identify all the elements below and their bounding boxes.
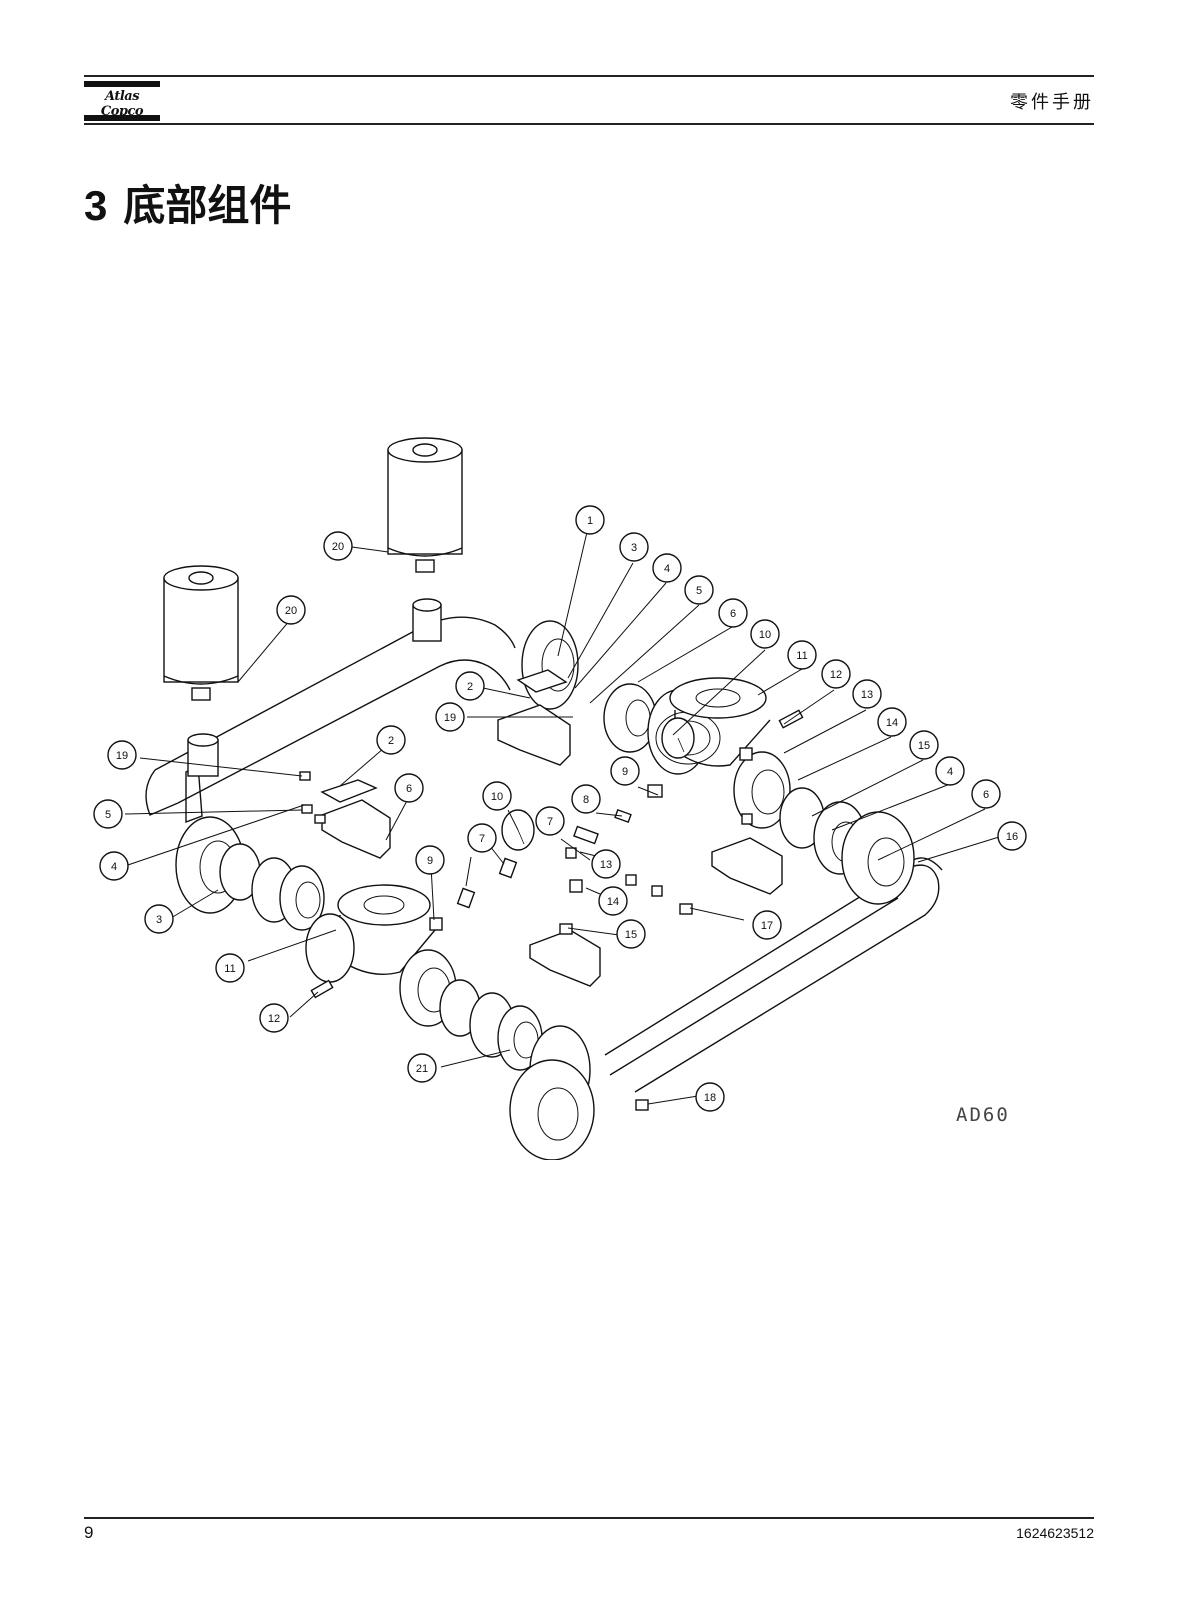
callout-30: 11 (215, 953, 245, 983)
svg-text:7: 7 (547, 816, 553, 828)
callout-3: 4 (652, 553, 682, 583)
document-number: 1624623512 (1016, 1525, 1094, 1541)
svg-text:10: 10 (491, 791, 503, 803)
svg-text:6: 6 (983, 789, 989, 801)
callout-16: 19 (435, 702, 465, 732)
callout-22: 8 (457, 833, 485, 861)
callout-1: 1 (575, 505, 605, 535)
svg-text:2: 2 (388, 735, 394, 747)
callout-21: 10 (482, 781, 512, 811)
callout-34: 19 (107, 740, 137, 770)
svg-text:4: 4 (947, 766, 953, 778)
callout-38: 20 (276, 595, 306, 625)
callout-19: 7 (535, 806, 565, 836)
svg-text:11: 11 (796, 650, 807, 662)
atlas-copco-logo: Atlas Copco (84, 81, 160, 121)
footer-rule (84, 1517, 1094, 1519)
callout-37: 9 (415, 845, 445, 875)
callout-17: 9 (610, 756, 640, 786)
svg-text:11: 11 (224, 963, 235, 975)
vertical-stubs (187, 598, 442, 777)
svg-text:9: 9 (427, 855, 433, 867)
svg-text:21: 21 (416, 1063, 428, 1075)
page-number: 9 (84, 1523, 94, 1542)
svg-text:6: 6 (406, 783, 412, 795)
svg-text:3: 3 (156, 914, 162, 926)
svg-text:3: 3 (631, 542, 637, 554)
svg-text:4: 4 (111, 861, 117, 873)
callout-24: 14 (598, 886, 628, 916)
callout-39: 20 (323, 531, 353, 561)
section-number: 3 (84, 182, 108, 229)
svg-text:4: 4 (664, 563, 670, 575)
callouts: 1 3 4 5 6 10 11 12 13 14 15 4 6 16 2 19 … (93, 505, 1027, 1112)
section-title: 3 底部组件 (84, 172, 291, 233)
svg-text:5: 5 (105, 809, 111, 821)
callout-33: 5 (93, 799, 123, 829)
callout-2: 3 (619, 532, 649, 562)
valve-body-right (669, 677, 915, 905)
svg-text:19: 19 (116, 750, 128, 762)
svg-text:15: 15 (625, 929, 637, 941)
callout-13: 6 (971, 779, 1001, 809)
svg-text:12: 12 (830, 669, 842, 681)
callout-25: 17 (752, 910, 782, 940)
svg-text:19: 19 (444, 712, 456, 724)
svg-text:12: 12 (268, 1013, 280, 1025)
svg-text:14: 14 (607, 896, 619, 908)
callout-7: 11 (787, 640, 817, 670)
callout-31: 3 (144, 904, 174, 934)
svg-text:10: 10 (759, 629, 771, 641)
small-fittings (299, 709, 804, 1111)
svg-text:13: 13 (600, 859, 612, 871)
callout-6: 10 (750, 619, 780, 649)
callout-36: 6 (394, 773, 424, 803)
svg-text:7: 7 (479, 833, 485, 845)
svg-text:5: 5 (696, 585, 702, 597)
callout-9: 13 (852, 679, 882, 709)
leader-lines (124, 531, 1013, 1105)
svg-text:18: 18 (704, 1092, 716, 1104)
svg-text:16: 16 (1006, 831, 1018, 843)
callout-4: 5 (684, 575, 714, 605)
callout-32: 4 (99, 851, 129, 881)
svg-text:8: 8 (583, 794, 589, 806)
header-top-rule (84, 75, 1094, 77)
callout-12: 4 (935, 756, 965, 786)
callout-35: 2 (376, 725, 406, 755)
model-label: AD60 (956, 1104, 1010, 1126)
svg-text:9: 9 (622, 766, 628, 778)
svg-text:20: 20 (332, 541, 344, 553)
silencer-upper (387, 437, 463, 573)
document-type: 零件手册 (1010, 92, 1094, 113)
svg-text:6: 6 (730, 608, 736, 620)
section-title-text: 底部组件 (123, 181, 292, 230)
callout-18: 8 (571, 784, 601, 814)
header-bottom-rule (84, 123, 1094, 125)
svg-text:14: 14 (886, 717, 898, 729)
callout-14: 16 (997, 821, 1027, 851)
svg-text:15: 15 (918, 740, 930, 752)
exploded-assembly-diagram: 1 3 4 5 6 10 11 12 13 14 15 4 6 16 2 19 … (93, 437, 1027, 1160)
callout-15: 2 (455, 671, 485, 701)
valve-body-left (305, 884, 595, 1160)
flange-group-left (175, 816, 325, 931)
svg-text:17: 17 (761, 920, 773, 932)
callout-27: 18 (695, 1082, 725, 1112)
callout-28: 21 (407, 1053, 437, 1083)
svg-text:1: 1 (587, 515, 593, 527)
callout-5: 6 (718, 598, 748, 628)
callout-23: 13 (591, 849, 621, 879)
callout-20: 7 (467, 823, 497, 853)
silencer-left (163, 565, 239, 701)
svg-text:13: 13 (861, 689, 873, 701)
svg-text:20: 20 (285, 605, 297, 617)
callout-8: 12 (821, 659, 851, 689)
manifold-blocks (320, 669, 783, 987)
svg-text:2: 2 (467, 681, 473, 693)
callout-26: 15 (616, 919, 646, 949)
callout-29: 12 (259, 1003, 289, 1033)
callout-10: 14 (877, 707, 907, 737)
callout-11: 15 (909, 730, 939, 760)
